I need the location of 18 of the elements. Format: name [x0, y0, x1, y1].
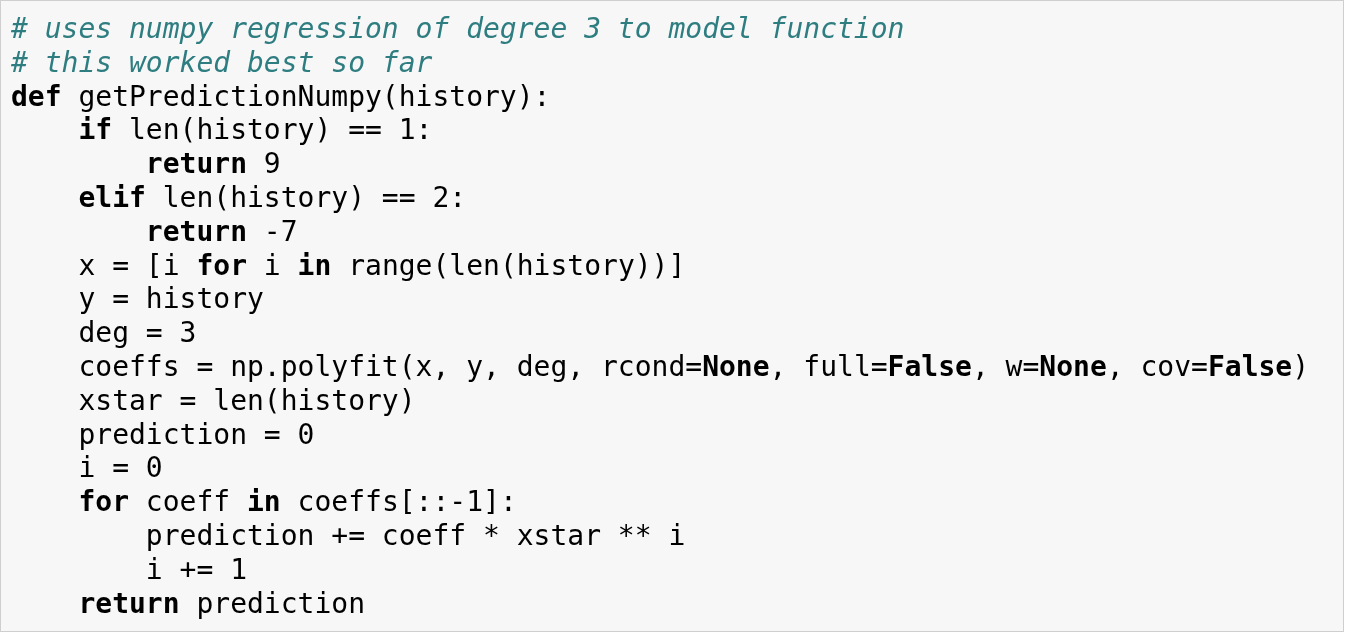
code-line: coeffs = np.polyfit(x, y, deg, rcond=None, full=False, w=None, cov=False)	[78, 350, 1310, 384]
code-line: for coeff in coeffs[::-1]:	[78, 485, 517, 520]
code-comment: # uses numpy regression of degree 3 to model function	[11, 12, 905, 46]
code-line: prediction = 0	[78, 417, 315, 452]
code-comment: # this worked best so far	[11, 45, 433, 80]
code-line: if len(history) == 1:	[78, 113, 433, 148]
code-line: y = history	[78, 282, 264, 317]
code-line: return prediction	[78, 586, 365, 621]
code-line: i += 1	[145, 552, 247, 587]
code-line: deg = 3	[78, 316, 197, 351]
code-line: def getPredictionNumpy(history):	[11, 79, 551, 114]
code-line: return 9	[145, 147, 281, 182]
code-line: elif len(history) == 2:	[78, 181, 467, 215]
code-line: xstar = len(history)	[78, 383, 416, 418]
code-line: return -7	[145, 214, 298, 249]
code-line: prediction += coeff * xstar ** i	[145, 519, 686, 553]
code-line: x = [i for i in range(len(history))]	[78, 248, 686, 283]
code-line: i = 0	[78, 451, 163, 486]
